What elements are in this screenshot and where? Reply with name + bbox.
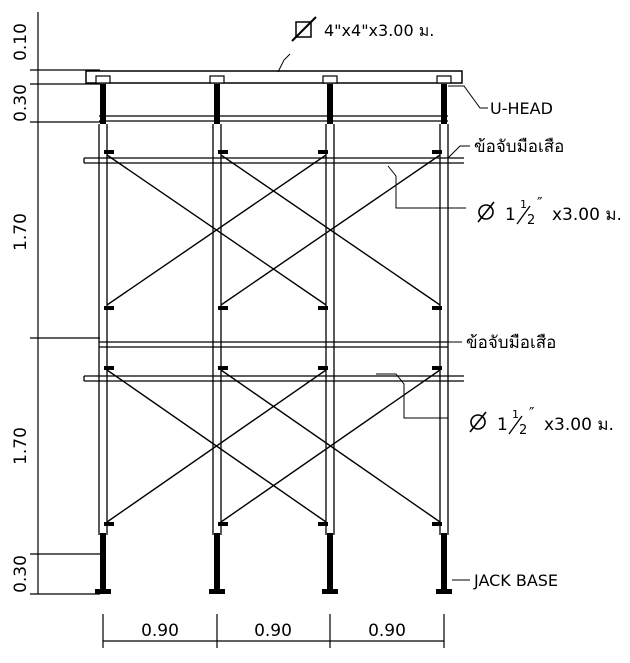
- upper-clamp-tube: [83, 157, 464, 164]
- diameter-icon-lower: [469, 411, 487, 433]
- vertical-dim-label: 0.10: [11, 23, 31, 61]
- jack-bases: [95, 533, 452, 594]
- pipe-fraction-bar-lower: [508, 415, 523, 435]
- clamp-label-lower: ข้อจับมือเสือ: [466, 333, 556, 353]
- timber-beam: [85, 53, 463, 84]
- vertical-standards: [98, 124, 449, 535]
- pipe-label-length-upper: x3.00 ม.: [552, 205, 622, 225]
- vertical-dim-label: 1.70: [11, 427, 31, 465]
- pipe-fraction-num-upper: 1: [520, 198, 527, 211]
- diameter-icon-upper: [477, 201, 495, 223]
- cross-braces-upper: [106, 154, 441, 306]
- pipe-fraction-den-upper: 2: [527, 213, 535, 228]
- pipe-inch-mark-lower: ″: [529, 404, 535, 422]
- timber-label: 4"x4"x3.00 ม.: [324, 21, 434, 40]
- horizontal-dim-label: 0.90: [254, 621, 292, 641]
- upper-screw-jacks: [100, 84, 447, 124]
- horizontal-dimension-chain: [102, 614, 445, 648]
- timber-section-icon: [291, 16, 317, 42]
- vertical-dimension-chain: [30, 12, 100, 595]
- horizontal-dim-label: 0.90: [141, 621, 179, 641]
- cross-braces-lower: [106, 369, 441, 523]
- u-head-label: U-HEAD: [490, 99, 553, 118]
- mid-ledger: [99, 341, 448, 348]
- jack-base-label: JACK BASE: [473, 571, 558, 590]
- pipe-label-length-lower: x3.00 ม.: [544, 415, 614, 435]
- vertical-dim-label: 1.70: [11, 213, 31, 251]
- clamp-leader-upper: [447, 145, 470, 159]
- u-head-leader: [448, 85, 488, 109]
- u-head-plates: [95, 75, 452, 84]
- top-ledger: [99, 115, 448, 122]
- clamp-label-upper: ข้อจับมือเสือ: [474, 137, 564, 157]
- brace-lock-pins: [104, 150, 442, 526]
- vertical-dim-label: 0.30: [11, 84, 31, 122]
- vertical-dim-label: 0.30: [11, 555, 31, 593]
- pipe-fraction-num-lower: 1: [512, 408, 519, 421]
- pipe-fraction-den-lower: 2: [519, 423, 527, 438]
- pipe-label-whole-lower: 1: [497, 415, 508, 435]
- pipe-inch-mark-upper: ″: [537, 194, 543, 212]
- lower-clamp-tube: [83, 375, 464, 382]
- pipe-fraction-bar-upper: [516, 205, 531, 225]
- pipe-label-whole-upper: 1: [505, 205, 516, 225]
- horizontal-dim-label: 0.90: [368, 621, 406, 641]
- pipe-leader-lower: [376, 373, 448, 419]
- pipe-leader-upper: [387, 165, 466, 209]
